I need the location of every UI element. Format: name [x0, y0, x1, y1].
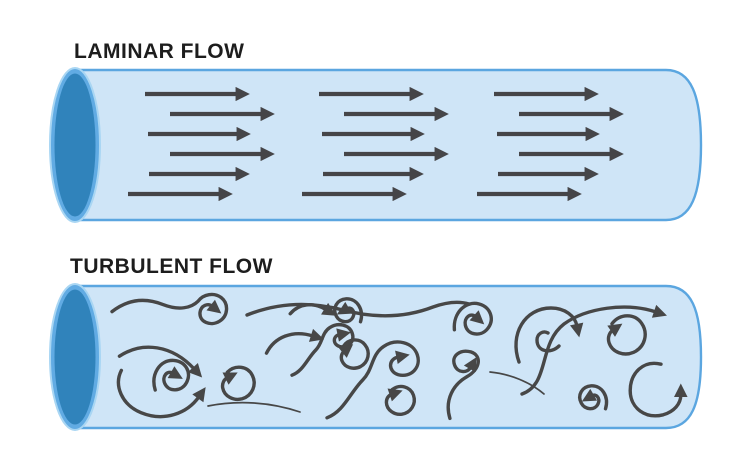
swirl-circleArrow — [384, 384, 416, 417]
turbulent-pipe — [49, 283, 703, 431]
swirl-tail2 — [489, 371, 545, 395]
swirl-path — [288, 302, 337, 316]
laminar-arrows — [128, 86, 624, 202]
swirl-curl — [152, 358, 191, 392]
swirl-hookCurl — [446, 349, 480, 421]
swirl-path — [290, 323, 355, 377]
swirl-path — [535, 330, 561, 353]
swirl-circleArrow — [338, 338, 370, 370]
swirl-path — [606, 314, 647, 356]
swirl-circleArrow — [220, 365, 256, 402]
swirl-bigS — [520, 304, 667, 396]
swirl-curl — [452, 301, 493, 336]
swirl-circleArrow — [606, 314, 647, 356]
swirl-path — [578, 384, 609, 411]
swirl-cArrowRight — [628, 361, 688, 418]
swirl-path — [452, 301, 493, 336]
laminar-pipe-body — [73, 68, 703, 222]
laminar-pipe-cap-face — [54, 73, 96, 217]
turbulent-pipe-cap-face — [54, 289, 96, 425]
swirl-path — [264, 328, 324, 355]
swirl-sCurl — [290, 323, 355, 377]
swirl-path — [207, 401, 301, 413]
swirl-curl — [578, 384, 609, 411]
swirl-path — [152, 358, 191, 392]
turbulent-title: TURBULENT FLOW — [70, 255, 273, 278]
swirl-path — [220, 365, 256, 402]
laminar-pipe — [49, 67, 703, 223]
swirl-path — [446, 349, 480, 421]
swirl-curl — [333, 297, 364, 324]
swirl-sCurl — [325, 340, 420, 420]
swirl-path — [245, 300, 471, 318]
swirl-bigC — [116, 368, 206, 419]
swirl-path — [489, 371, 545, 395]
swirl-path — [333, 297, 364, 324]
swirl-swoosh — [264, 328, 324, 355]
swirl-path — [628, 361, 688, 418]
swirl-path — [338, 338, 370, 370]
swirl-path — [117, 345, 203, 378]
swirl-tail — [207, 401, 301, 413]
swirl-waveLong — [245, 300, 471, 318]
swirl-path — [520, 304, 667, 396]
laminar-title: LAMINAR FLOW — [74, 40, 244, 63]
swirl-path — [116, 368, 206, 419]
turbulent-pipe-body — [73, 284, 703, 430]
swirl-swoosh — [117, 345, 203, 378]
swirl-path — [325, 340, 420, 420]
turbulent-swirls — [110, 292, 688, 421]
swirl-path — [384, 384, 416, 417]
swirl-waveCurl — [110, 292, 229, 326]
swirl-swoosh — [288, 302, 337, 316]
swirl-path — [110, 292, 229, 326]
